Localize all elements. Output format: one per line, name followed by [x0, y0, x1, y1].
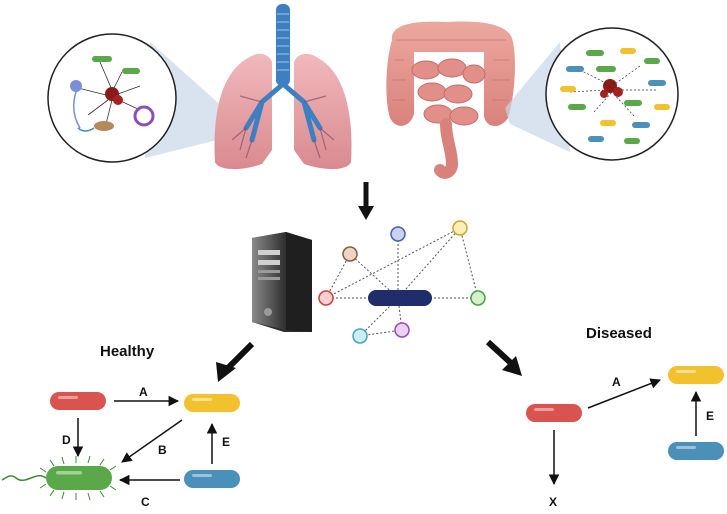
diseased-red-bacterium [526, 404, 582, 422]
healthy-title: Healthy [100, 343, 155, 360]
diseased-outcome-label: X [549, 495, 557, 509]
diseased-edge-e-label: E [706, 409, 714, 423]
healthy-blue-bacterium [184, 470, 240, 488]
healthy-green-flagellated-bacterium [1, 455, 117, 501]
healthy-edge-b [121, 419, 183, 463]
network-node-green [470, 290, 486, 306]
lungs-illustration [214, 4, 352, 170]
healthy-edge-d-label: D [62, 433, 71, 447]
computer-tower-icon [252, 232, 312, 332]
flow-arrow-diseased [485, 339, 522, 376]
network-node-cyan [352, 328, 368, 344]
healthy-network: A B C D E [1, 385, 240, 509]
network-hub-node [368, 290, 432, 306]
diseased-yellow-bacterium [668, 366, 724, 384]
microbiome-zoom-gut [505, 27, 679, 161]
healthy-edge-a-label: A [139, 385, 148, 399]
healthy-yellow-bacterium [184, 394, 240, 412]
flow-arrow-healthy [216, 341, 255, 382]
network-node-purple [394, 322, 410, 338]
network-node-red [318, 290, 334, 306]
diseased-network: A E X [526, 366, 724, 509]
flow-arrow-down [358, 182, 374, 220]
diseased-blue-bacterium [668, 442, 724, 460]
network-node-blue [390, 226, 406, 242]
network-node-brown [342, 246, 358, 262]
healthy-edge-b-label: B [158, 443, 167, 457]
healthy-edge-c-label: C [141, 495, 150, 509]
healthy-edge-e-label: E [222, 435, 230, 449]
diseased-edge-a-label: A [612, 375, 621, 389]
network-node-yellow [452, 220, 468, 236]
network-graph [318, 220, 486, 344]
intestine-illustration [386, 21, 515, 179]
healthy-red-bacterium [50, 392, 106, 410]
lung-microbe-network [70, 56, 155, 132]
microbiome-zoom-lung [47, 33, 235, 163]
diseased-edge-a [587, 378, 661, 409]
diseased-title: Diseased [586, 325, 652, 342]
gut-microbe-network [560, 48, 670, 144]
